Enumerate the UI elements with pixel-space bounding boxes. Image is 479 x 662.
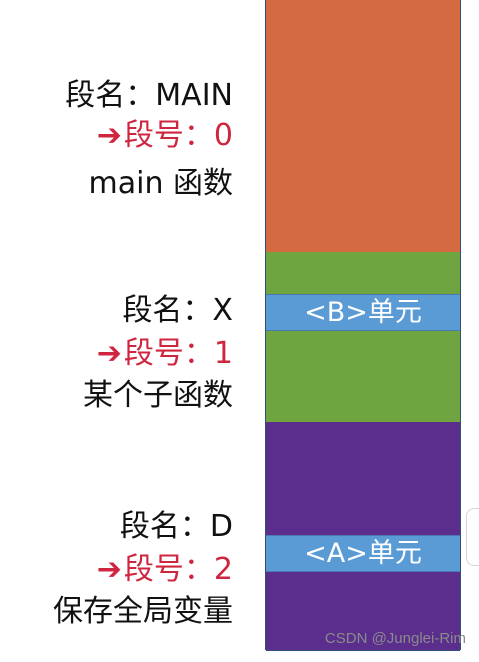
memory-column: <B>单元 <A>单元 xyxy=(265,0,461,651)
watermark: CSDN @Junglei-Rim xyxy=(324,630,466,647)
segment-0-number: ➔段号：0 xyxy=(97,118,233,154)
unit-a-cell: <A>单元 xyxy=(266,535,460,572)
segment-0-name: 段名：MAIN xyxy=(65,78,233,113)
arrow-right-icon: ➔ xyxy=(96,336,122,371)
segment-1-name: 段名：X xyxy=(122,293,233,328)
arrow-right-icon: ➔ xyxy=(96,552,122,587)
segment-1-number: ➔段号：1 xyxy=(97,336,233,372)
segment-1-description: 某个子函数 xyxy=(83,378,233,413)
segment-2-number-text: 段号：2 xyxy=(123,552,233,587)
segment-2-description: 保存全局变量 xyxy=(53,594,233,629)
segment-1-number-text: 段号：1 xyxy=(123,336,233,371)
segment-0-number-text: 段号：0 xyxy=(123,118,233,153)
segment-main-block xyxy=(266,0,460,253)
segment-0-description: main 函数 xyxy=(88,166,234,201)
side-panel-tab[interactable] xyxy=(466,508,479,566)
segment-x-block xyxy=(266,252,460,423)
segment-2-number: ➔段号：2 xyxy=(97,552,233,588)
segment-2-name: 段名：D xyxy=(119,509,233,544)
unit-b-cell: <B>单元 xyxy=(266,294,460,331)
arrow-right-icon: ➔ xyxy=(96,118,122,153)
